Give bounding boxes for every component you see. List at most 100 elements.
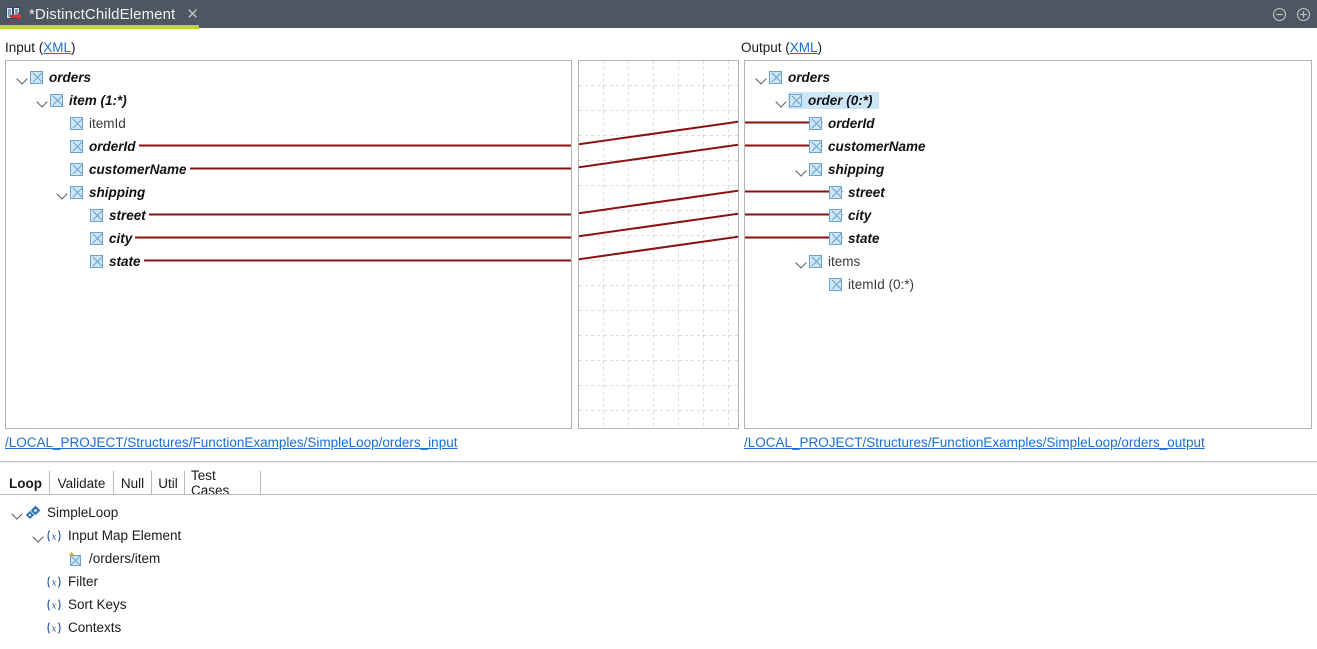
xml-element-icon [829,232,842,245]
editor-tab-distinctchildelement[interactable]: *DistinctChildElement ✕ [0,0,207,28]
input-tree-item-itemId[interactable]: itemId [54,112,128,135]
input-structure-path-link[interactable]: /LOCAL_PROJECT/Structures/FunctionExampl… [5,435,458,450]
tree-node[interactable]: items [809,254,862,269]
tree-node[interactable]: customerName [809,139,928,154]
mapping-connector-street-to-street[interactable] [578,189,739,215]
tree-node[interactable]: city [829,208,873,223]
tree-item-label: state [109,254,141,269]
tree-node[interactable]: city [90,231,134,246]
xml-element-icon [30,71,43,84]
input-schema-tree-pane[interactable]: orders item (1:*) itemId orderId customerNam… [5,60,572,429]
output-tree-item-state[interactable]: state [813,227,882,250]
input-tree-item-street[interactable]: street [74,204,148,227]
chevron-down-icon[interactable] [793,254,809,270]
mapping-canvas-pane[interactable] [578,60,739,429]
close-icon[interactable]: ✕ [186,5,199,23]
tree-node[interactable]: shipping [70,185,147,200]
tree-item-label: shipping [89,185,146,200]
input-mapping-stubs [135,144,571,262]
selected-tree-node[interactable]: order (0:*) [788,92,879,109]
tree-item-label: shipping [828,162,885,177]
tree-node[interactable]: street [829,185,887,200]
xml-element-icon [809,117,822,130]
input-tree-item-orders[interactable]: orders [14,66,93,89]
tree-spacer [30,597,46,613]
tab-test-cases[interactable]: Test Cases [185,468,261,498]
maximize-icon[interactable] [1296,7,1311,22]
tab-validate[interactable]: Validate [50,471,114,495]
tree-node[interactable]: state [829,231,882,246]
tree-node[interactable]: street [90,208,148,223]
xml-element-icon [829,278,842,291]
chevron-down-icon[interactable] [753,70,769,86]
tree-spacer [793,116,809,132]
mapping-connector-state-to-state[interactable] [578,235,739,261]
mapping-file-icon [6,6,22,22]
tree-item-label: street [109,208,146,223]
tree-spacer [30,574,46,590]
input-tree-item-shipping[interactable]: shipping [54,181,147,204]
output-tree-item-orderId[interactable]: orderId [793,112,877,135]
section-divider [0,461,1317,462]
minimize-icon[interactable] [1272,7,1287,22]
chevron-down-icon[interactable] [773,93,789,109]
chevron-down-icon[interactable] [793,162,809,178]
input-tree-item-orderId[interactable]: orderId [54,135,138,158]
tree-node[interactable]: shipping [809,162,886,177]
element-ref-icon [67,551,83,567]
mapping-connector-city-to-city[interactable] [578,212,739,238]
input-tree-item-state[interactable]: state [74,250,143,273]
xml-element-icon [70,140,83,153]
output-tree-item-shipping[interactable]: shipping [793,158,886,181]
tree-node[interactable]: itemId [70,116,128,131]
output-xml-link[interactable]: XML [789,40,818,55]
tab-null[interactable]: Null [114,471,152,495]
tree-node[interactable]: orders [30,70,93,85]
output-tree-item-street[interactable]: street [813,181,887,204]
output-tree-item-itemId[interactable]: itemId (0:*) [813,273,916,296]
output-structure-path-link[interactable]: /LOCAL_PROJECT/Structures/FunctionExampl… [744,435,1205,450]
loop-tree-item-simpleloop[interactable]: SimpleLoop [9,501,118,524]
output-tree-item-order[interactable]: order (0:*) [773,89,879,112]
svg-text:x: x [51,578,56,588]
tree-node[interactable]: orders [769,70,832,85]
window-controls [1272,0,1311,28]
input-tree-item-customerName[interactable]: customerName [54,158,189,181]
loop-tree-item-label: Contexts [68,620,122,635]
xml-element-icon [50,94,63,107]
chevron-down-icon[interactable] [30,528,46,544]
output-schema-tree-pane[interactable]: orders order (0:*) orderId customerName ship… [744,60,1312,429]
output-tree-item-orders[interactable]: orders [753,66,832,89]
tree-node[interactable]: state [90,254,143,269]
input-xml-link[interactable]: XML [43,40,72,55]
output-tree-item-city[interactable]: city [813,204,873,227]
xml-element-icon [769,71,782,84]
input-tree-item-item[interactable]: item (1:*) [34,89,129,112]
mapping-grid-background [579,61,738,428]
input-label-prefix: Input ( [5,40,44,55]
tree-node[interactable]: customerName [70,162,189,177]
mapping-connector-lines[interactable] [579,61,738,428]
tree-node[interactable]: item (1:*) [50,93,129,108]
output-tree: orders order (0:*) orderId customerName ship… [745,61,1311,428]
chevron-down-icon[interactable] [9,505,25,521]
tab-util[interactable]: Util [152,471,185,495]
output-tree-item-customerName[interactable]: customerName [793,135,928,158]
xml-element-icon [90,232,103,245]
tree-node[interactable]: orderId [809,116,877,131]
loop-tree-item-orders-item[interactable]: /orders/item [51,547,160,570]
output-tree-item-items[interactable]: items [793,250,862,273]
tab-loop[interactable]: Loop [2,471,50,495]
tree-node[interactable]: orderId [70,139,138,154]
mapping-connector-customerName-to-customerName[interactable] [578,143,739,169]
tree-item-label: city [109,231,133,246]
mapping-connector-orderId-to-orderId[interactable] [578,120,739,146]
tree-node[interactable]: itemId (0:*) [829,277,916,292]
input-tree-item-city[interactable]: city [74,227,134,250]
